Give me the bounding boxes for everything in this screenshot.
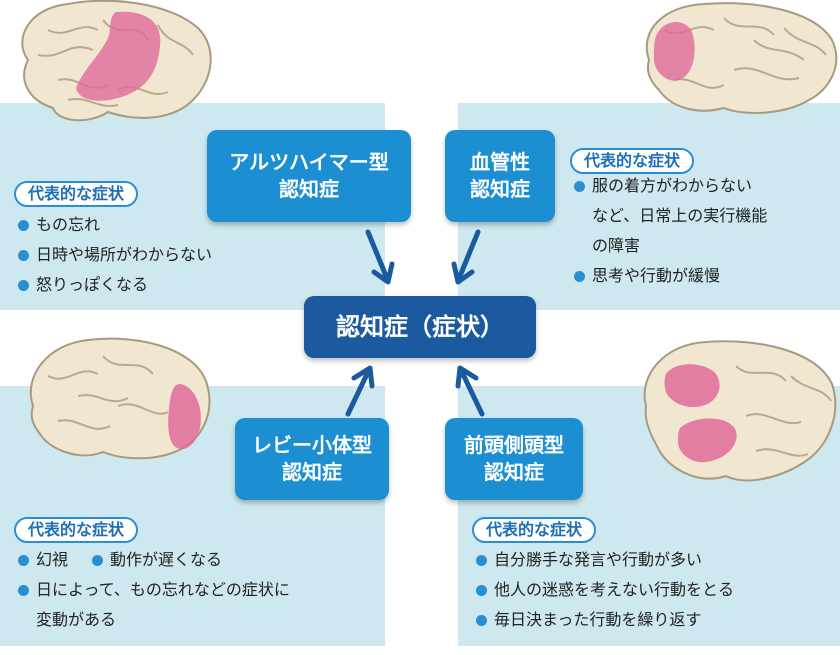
type-label-line2: 認知症 <box>279 177 339 201</box>
arrow-icon <box>365 229 395 285</box>
type-box-vascular: 血管性 認知症 <box>445 130 555 222</box>
type-box-lewy: レビー小体型 認知症 <box>235 418 389 500</box>
type-label-line2: 認知症 <box>282 460 342 484</box>
list-item: 服の着方がわからない <box>574 171 767 201</box>
list-item: 変動がある <box>36 610 117 629</box>
list-item: 毎日決まった行動を繰り返す <box>476 605 734 635</box>
type-box-ftd: 前頭側頭型 認知症 <box>445 418 583 500</box>
center-label: 認知症（症状） <box>336 312 504 341</box>
list-item: 自分勝手な発言や行動が多い <box>476 545 734 575</box>
type-label-line1: アルツハイマー型 <box>229 150 389 174</box>
list-item: 日によって、もの忘れなどの症状に <box>18 575 290 605</box>
list-item: もの忘れ <box>18 210 212 240</box>
brain-occipital-icon <box>29 337 211 460</box>
arrow-icon <box>455 365 485 417</box>
type-label-line1: 血管性 <box>470 150 530 174</box>
symptom-list-ftd: 自分勝手な発言や行動が多い 他人の迷惑を考えない行動をとる 毎日決まった行動を繰… <box>476 545 734 635</box>
symptom-list-vascular: 服の着方がわからない など、日常上の実行機能 の障害 思考や行動が緩慢 <box>574 171 767 291</box>
type-label-line2: 認知症 <box>484 460 544 484</box>
list-item: 怒りっぽくなる <box>18 270 212 300</box>
symptom-heading-lewy: 代表的な症状 <box>14 517 139 543</box>
type-box-alzheimer: アルツハイマー型 認知症 <box>207 130 411 222</box>
list-item: 他人の迷惑を考えない行動をとる <box>476 575 734 605</box>
symptom-heading-ftd: 代表的な症状 <box>472 517 597 543</box>
arrow-icon <box>345 365 375 417</box>
center-box: 認知症（症状） <box>304 296 536 358</box>
list-item: 幻視 <box>18 545 68 575</box>
list-item: 動作が遅くなる <box>92 545 222 575</box>
brain-frontal-icon <box>645 2 838 114</box>
list-item: 幻視動作が遅くなる <box>18 545 290 575</box>
type-label-line1: 前頭側頭型 <box>464 433 564 457</box>
arrow-icon <box>451 229 481 285</box>
list-item: 思考や行動が緩慢 <box>574 261 767 291</box>
symptom-heading-vascular: 代表的な症状 <box>570 148 695 174</box>
type-label-line2: 認知症 <box>470 177 530 201</box>
brain-frontotemporal-icon <box>643 340 837 482</box>
list-item: など、日常上の実行機能 <box>592 206 768 225</box>
brain-left-view-icon <box>21 0 212 122</box>
symptom-list-lewy: 幻視動作が遅くなる 日によって、もの忘れなどの症状に 変動がある <box>18 545 290 635</box>
list-item: の障害 <box>592 236 641 255</box>
symptom-list-alzheimer: もの忘れ 日時や場所がわからない 怒りっぽくなる <box>18 210 212 300</box>
symptom-heading-alzheimer: 代表的な症状 <box>14 181 139 207</box>
type-label-line1: レビー小体型 <box>252 433 372 457</box>
list-item: 日時や場所がわからない <box>18 240 212 270</box>
